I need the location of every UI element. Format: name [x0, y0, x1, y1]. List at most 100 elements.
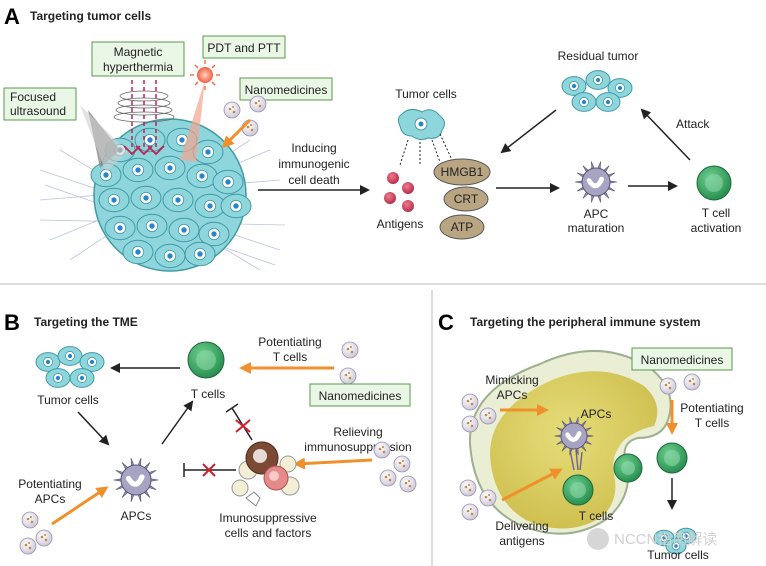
tumor-cells-b	[35, 346, 105, 388]
tumor-cell	[136, 213, 168, 239]
nanoparticles-c1	[659, 373, 701, 395]
nanoparticles-a	[223, 95, 267, 137]
svg-text:immunosuppression: immunosuppression	[304, 440, 411, 454]
wechat-icon	[587, 528, 609, 550]
dying-tumor-cell	[397, 108, 453, 166]
immunosuppressive-cluster	[231, 441, 300, 507]
nanoparticle	[21, 511, 39, 529]
magnetic-field-arrows	[131, 80, 157, 150]
apc-cell-c	[554, 416, 594, 456]
panel-a-title: Targeting tumor cells	[30, 9, 151, 23]
panel-a-letter: A	[4, 4, 20, 29]
attack-label: Attack	[676, 117, 710, 131]
tumor-cell	[35, 352, 61, 372]
antigen-particles	[384, 172, 414, 212]
nanoparticles-b1	[339, 341, 359, 385]
nanoparticle	[461, 393, 479, 411]
svg-text:maturation: maturation	[568, 221, 625, 235]
nanoparticle	[461, 415, 479, 433]
svg-text:hyperthermia: hyperthermia	[103, 60, 173, 74]
svg-text:NCCN指南解读: NCCN指南解读	[614, 531, 717, 548]
t-cell-a	[696, 165, 732, 201]
svg-text:APCs: APCs	[497, 388, 528, 402]
potentiating-t-label-c: Potentiating	[680, 401, 743, 415]
tumor-cell	[79, 352, 105, 372]
nanomedicines-label-c: Nanomedicines	[631, 347, 733, 371]
hmgb1-node: HMGB1	[433, 158, 491, 186]
tumor-to-apc-arrow	[77, 411, 110, 446]
nanoparticle	[341, 341, 359, 359]
nanoparticles-c3	[459, 479, 497, 521]
t-cells-label-c: T cells	[579, 509, 613, 523]
apcs-label-b: APCs	[121, 509, 152, 523]
nanoparticle	[373, 441, 391, 459]
imunosuppressive-label: Imunosuppressive	[219, 511, 317, 525]
svg-text:Magnetic: Magnetic	[114, 45, 163, 59]
svg-text:Nanomedicines: Nanomedicines	[319, 389, 402, 403]
nanoparticle	[659, 377, 677, 395]
tumor-cells-label-b: Tumor cells	[37, 393, 99, 407]
tumor-cell	[665, 537, 687, 555]
panel-b-letter: B	[4, 310, 20, 335]
svg-text:ultrasound: ultrasound	[10, 104, 66, 118]
pdt-ptt-label: PDT and PTT	[202, 35, 286, 59]
relieving-arrow	[293, 457, 373, 470]
svg-text:CRT: CRT	[454, 192, 479, 206]
nanoparticle	[461, 503, 479, 521]
inhibit-apc-marker	[183, 463, 236, 477]
potentiating-apcs-arrow	[51, 486, 109, 526]
tumor-cell	[212, 169, 244, 195]
nanoparticle	[19, 537, 37, 555]
svg-text:antigens: antigens	[499, 534, 544, 548]
tumor-cell	[585, 70, 611, 90]
nanoparticle	[479, 489, 497, 507]
focused-ultrasound-label: Focused ultrasound	[3, 87, 77, 121]
inhibit-tcell-marker	[225, 403, 253, 441]
t-cell-c3	[656, 442, 688, 474]
svg-text:Nanomedicines: Nanomedicines	[245, 83, 328, 97]
nanomedicines-label-a: Nanomedicines	[239, 77, 333, 101]
apc-cell-b	[113, 457, 159, 503]
apc-cell-a	[574, 161, 618, 203]
residual-to-tumor-arrow	[500, 109, 557, 154]
apcs-label-c: APCs	[581, 407, 612, 421]
tumor-cell	[104, 215, 136, 241]
magnetic-hyperthermia-label: Magnetic hyperthermia	[91, 41, 185, 77]
atp-node: ATP	[439, 214, 485, 240]
svg-text:PDT and PTT: PDT and PTT	[207, 41, 281, 55]
nanomedicines-label-b: Nanomedicines	[309, 383, 411, 407]
panel-a: A Targeting tumor cells Focused ultrasou…	[3, 4, 742, 272]
delivering-label: Delivering	[495, 519, 548, 533]
tumor-cell	[561, 76, 587, 96]
panel-c: C Targeting the peripheral immune system…	[438, 310, 744, 562]
residual-tumor-label: Residual tumor	[558, 49, 639, 63]
tumor-cell	[45, 368, 71, 388]
svg-text:T cells: T cells	[695, 416, 729, 430]
nanoparticles-b2	[373, 441, 417, 493]
t-cell-activation-label: T cell	[702, 206, 730, 220]
nanoparticle	[241, 119, 259, 137]
panel-b-title: Targeting the TME	[34, 315, 138, 329]
tumor-cell	[90, 162, 122, 188]
nanoparticle	[399, 475, 417, 493]
tumor-cell	[186, 163, 218, 189]
t-cells-label-b: T cells	[191, 387, 225, 401]
tcr-interaction	[569, 449, 583, 471]
nanoparticle	[223, 101, 241, 119]
nanoparticle	[249, 95, 267, 113]
inducing-icd-label: Inducing immunogenic cell death	[278, 141, 349, 187]
nanoparticle	[479, 407, 497, 425]
tumor-cell	[192, 139, 224, 165]
watermark: NCCN指南解读	[587, 528, 717, 550]
tumor-cell	[69, 368, 95, 388]
nanoparticle	[459, 479, 477, 497]
apc-to-tcell-arrow-b	[161, 400, 194, 445]
tumor-cells-c	[653, 527, 697, 555]
tumor-cell	[184, 241, 216, 267]
svg-text:activation: activation	[691, 221, 742, 235]
tumor-cell	[130, 185, 162, 211]
antigens-label: Antigens	[377, 217, 424, 231]
potentiating-t-label-b: Potentiating	[258, 335, 321, 349]
svg-text:HMGB1: HMGB1	[441, 165, 484, 179]
apc-cell	[554, 416, 594, 456]
